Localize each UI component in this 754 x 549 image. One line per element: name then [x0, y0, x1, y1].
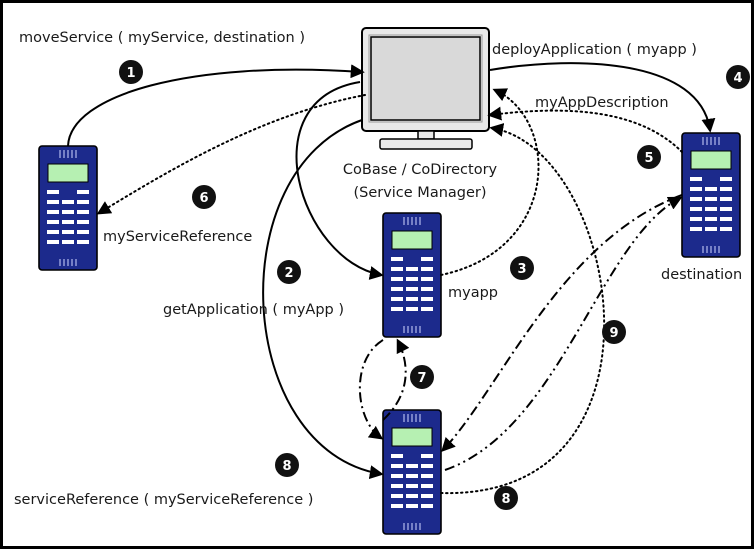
step-badge-4: 4: [726, 65, 750, 89]
svg-text:5: 5: [644, 151, 653, 166]
arrow-deploy-application: [489, 62, 716, 133]
svg-text:1: 1: [126, 66, 135, 81]
step-badge-8-left: 8: [275, 453, 299, 477]
arrow-app-description: [487, 106, 683, 153]
label-my-service-reference: myServiceReference: [103, 229, 252, 245]
label-service-manager-line1: CoBase / CoDirectory: [343, 162, 498, 178]
client-device-icon: [38, 145, 98, 271]
arrow-move-service: [67, 64, 365, 147]
step-badge-9: 9: [602, 320, 626, 344]
svg-text:4: 4: [733, 71, 742, 86]
arrow-service-to-myapp: [382, 338, 410, 421]
label-service-manager-line2: (Service Manager): [353, 185, 486, 201]
arrow-service-reference-call: [262, 119, 384, 480]
svg-text:3: 3: [517, 262, 526, 277]
step-badge-6: 6: [192, 185, 216, 209]
step-badge-5: 5: [637, 145, 661, 169]
svg-text:7: 7: [417, 371, 426, 386]
step-badge-8-right: 8: [494, 486, 518, 510]
arrow-service-reference: [96, 94, 366, 215]
svg-text:8: 8: [282, 459, 291, 474]
step-badge-7: 7: [410, 365, 434, 389]
myapp-device-icon: [382, 212, 442, 338]
svg-text:2: 2: [284, 266, 293, 281]
svg-text:9: 9: [609, 326, 618, 341]
label-destination: destination: [661, 267, 742, 283]
arrow-myapp-to-service: [358, 339, 384, 440]
destination-device-icon: [681, 132, 741, 258]
arrow-get-application: [295, 81, 384, 280]
label-app-description: myAppDescription: [535, 95, 669, 111]
arrow-myapp-to-manager: [440, 88, 540, 276]
label-service-reference: serviceReference ( myServiceReference ): [14, 492, 313, 508]
label-myapp: myapp: [448, 285, 498, 301]
label-move-service: moveService ( myService, destination ): [19, 30, 305, 46]
svg-text:8: 8: [501, 492, 510, 507]
arrow-service-to-manager: [440, 123, 606, 495]
arrow-service-to-destination: [444, 196, 683, 471]
step-badge-3: 3: [510, 256, 534, 280]
service-device-icon: [382, 409, 442, 535]
label-get-application: getApplication ( myApp ): [163, 302, 344, 318]
step-badge-1: 1: [119, 60, 143, 84]
service-manager-monitor-icon: [361, 27, 490, 150]
svg-text:6: 6: [199, 191, 208, 206]
step-badge-2: 2: [277, 260, 301, 284]
label-deploy-application: deployApplication ( myapp ): [492, 42, 697, 58]
arrow-destination-to-service: [441, 194, 683, 453]
